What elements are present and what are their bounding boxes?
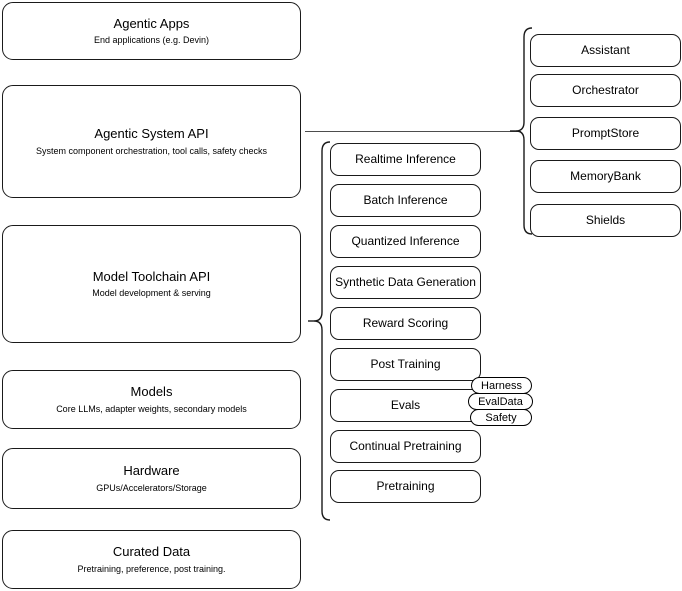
layer-box-agentic-apps[interactable]: Agentic Apps End applications (e.g. Devi…	[2, 2, 301, 60]
layer-box-models[interactable]: Models Core LLMs, adapter weights, secon…	[2, 370, 301, 429]
connector-system-api-to-components	[305, 131, 521, 132]
layer-subtitle: End applications (e.g. Devin)	[93, 35, 210, 45]
component-label: Quantized Inference	[351, 234, 460, 248]
layer-title: Models	[130, 384, 173, 400]
component-box-realtime-inference[interactable]: Realtime Inference	[330, 143, 481, 176]
brace-system-components	[510, 27, 533, 235]
layer-subtitle: Core LLMs, adapter weights, secondary mo…	[56, 403, 247, 414]
component-label: Evals	[390, 398, 421, 412]
layer-subtitle: Model development & serving	[92, 288, 211, 298]
component-box-promptstore[interactable]: PromptStore	[530, 117, 681, 150]
component-box-pretraining[interactable]: Pretraining	[330, 470, 481, 503]
component-label: MemoryBank	[570, 169, 641, 183]
component-label: Pretraining	[376, 479, 435, 493]
component-label: Realtime Inference	[355, 152, 456, 166]
component-box-shields[interactable]: Shields	[530, 204, 681, 237]
component-label: PromptStore	[571, 126, 640, 140]
component-label: Synthetic Data Generation	[335, 275, 476, 289]
component-label: Reward Scoring	[362, 316, 449, 330]
component-box-memorybank[interactable]: MemoryBank	[530, 160, 681, 193]
layer-title: Model Toolchain API	[92, 268, 211, 284]
evals-pill-label: Safety	[485, 411, 517, 424]
component-box-orchestrator[interactable]: Orchestrator	[530, 74, 681, 107]
component-label: Continual Pretraining	[349, 439, 462, 453]
component-box-batch-inference[interactable]: Batch Inference	[330, 184, 481, 217]
evals-pill-label: Harness	[481, 379, 522, 392]
layer-box-curated-data[interactable]: Curated Data Pretraining, preference, po…	[2, 530, 301, 589]
component-box-reward-scoring[interactable]: Reward Scoring	[330, 307, 481, 340]
layer-box-hardware[interactable]: Hardware GPUs/Accelerators/Storage	[2, 448, 301, 509]
component-box-continual-pretraining[interactable]: Continual Pretraining	[330, 430, 481, 463]
component-label: Orchestrator	[572, 83, 639, 97]
component-label: Shields	[585, 213, 626, 227]
evals-pill-label: EvalData	[478, 395, 523, 408]
component-label: Batch Inference	[363, 193, 448, 207]
component-box-quantized-inference[interactable]: Quantized Inference	[330, 225, 481, 258]
component-box-assistant[interactable]: Assistant	[530, 34, 681, 67]
component-label: Post Training	[370, 357, 441, 371]
layer-title: Hardware	[123, 463, 180, 479]
evals-pill-harness[interactable]: Harness	[471, 377, 532, 394]
component-box-post-training[interactable]: Post Training	[330, 348, 481, 381]
evals-pill-safety[interactable]: Safety	[470, 409, 532, 426]
layer-subtitle: GPUs/Accelerators/Storage	[96, 482, 207, 493]
layer-box-model-toolchain-api[interactable]: Model Toolchain API Model development & …	[2, 225, 301, 343]
component-box-synthetic-data-generation[interactable]: Synthetic Data Generation	[330, 266, 481, 299]
component-box-evals[interactable]: Evals	[330, 389, 481, 422]
layer-subtitle: Pretraining, preference, post training.	[77, 563, 226, 574]
layer-subtitle: System component orchestration, tool cal…	[35, 145, 268, 156]
evals-pill-evaldata[interactable]: EvalData	[468, 393, 533, 410]
layer-title: Agentic System API	[94, 126, 209, 142]
layer-box-agentic-system-api[interactable]: Agentic System API System component orch…	[2, 85, 301, 198]
layer-title: Agentic Apps	[113, 15, 190, 31]
layer-title: Curated Data	[112, 544, 191, 560]
component-label: Assistant	[581, 43, 630, 57]
brace-toolchain-components	[308, 141, 331, 521]
